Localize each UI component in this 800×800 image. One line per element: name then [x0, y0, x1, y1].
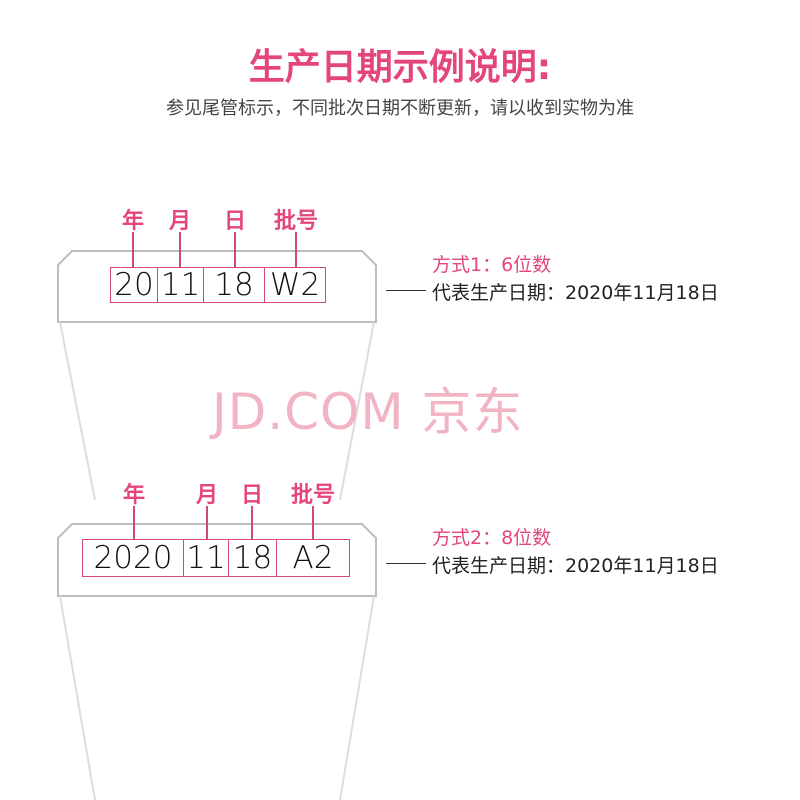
example1-dash	[386, 290, 426, 291]
tube1-label-batch: 批号	[273, 209, 319, 234]
tube2-cell-batch: A2	[276, 539, 350, 577]
tube2-label-month: 月	[195, 483, 219, 508]
tube2-cap	[57, 523, 377, 597]
tube1-label-year: 年	[121, 209, 145, 234]
page-title: 生产日期示例说明:	[248, 47, 552, 88]
subtitle: 参见尾管标示，不同批次日期不断更新，请以收到实物为准	[166, 98, 634, 119]
example2-description: 代表生产日期：2020年11月18日	[432, 555, 719, 577]
watermark: JD.COM 京东	[212, 383, 524, 441]
tube1-body-right	[339, 321, 375, 501]
example1-mode: 方式1：6位数	[432, 254, 552, 276]
tube2-cell-day: 18	[228, 539, 277, 577]
tube2-body-right	[339, 595, 375, 800]
tube1-cell-batch: W2	[264, 267, 326, 303]
tube1-cell-day: 18	[203, 267, 265, 303]
tube2-label-batch: 批号	[290, 483, 336, 508]
tube2-cell-year: 2020	[82, 539, 184, 577]
tube1-body-left	[59, 321, 96, 501]
tube1-label-day: 日	[223, 209, 247, 234]
tube2-body-left	[59, 595, 96, 800]
tube2-cell-month: 11	[183, 539, 229, 577]
example2-dash	[386, 563, 426, 564]
tube2-label-day: 日	[240, 483, 264, 508]
tube1-label-month: 月	[168, 209, 192, 234]
tube1-cell-month: 11	[157, 267, 204, 303]
example1-description: 代表生产日期：2020年11月18日	[432, 282, 719, 304]
tube2-label-year: 年	[122, 483, 146, 508]
example2-mode: 方式2：8位数	[432, 527, 552, 549]
tube1-cap	[57, 250, 377, 323]
tube1-cell-year: 20	[110, 267, 158, 303]
